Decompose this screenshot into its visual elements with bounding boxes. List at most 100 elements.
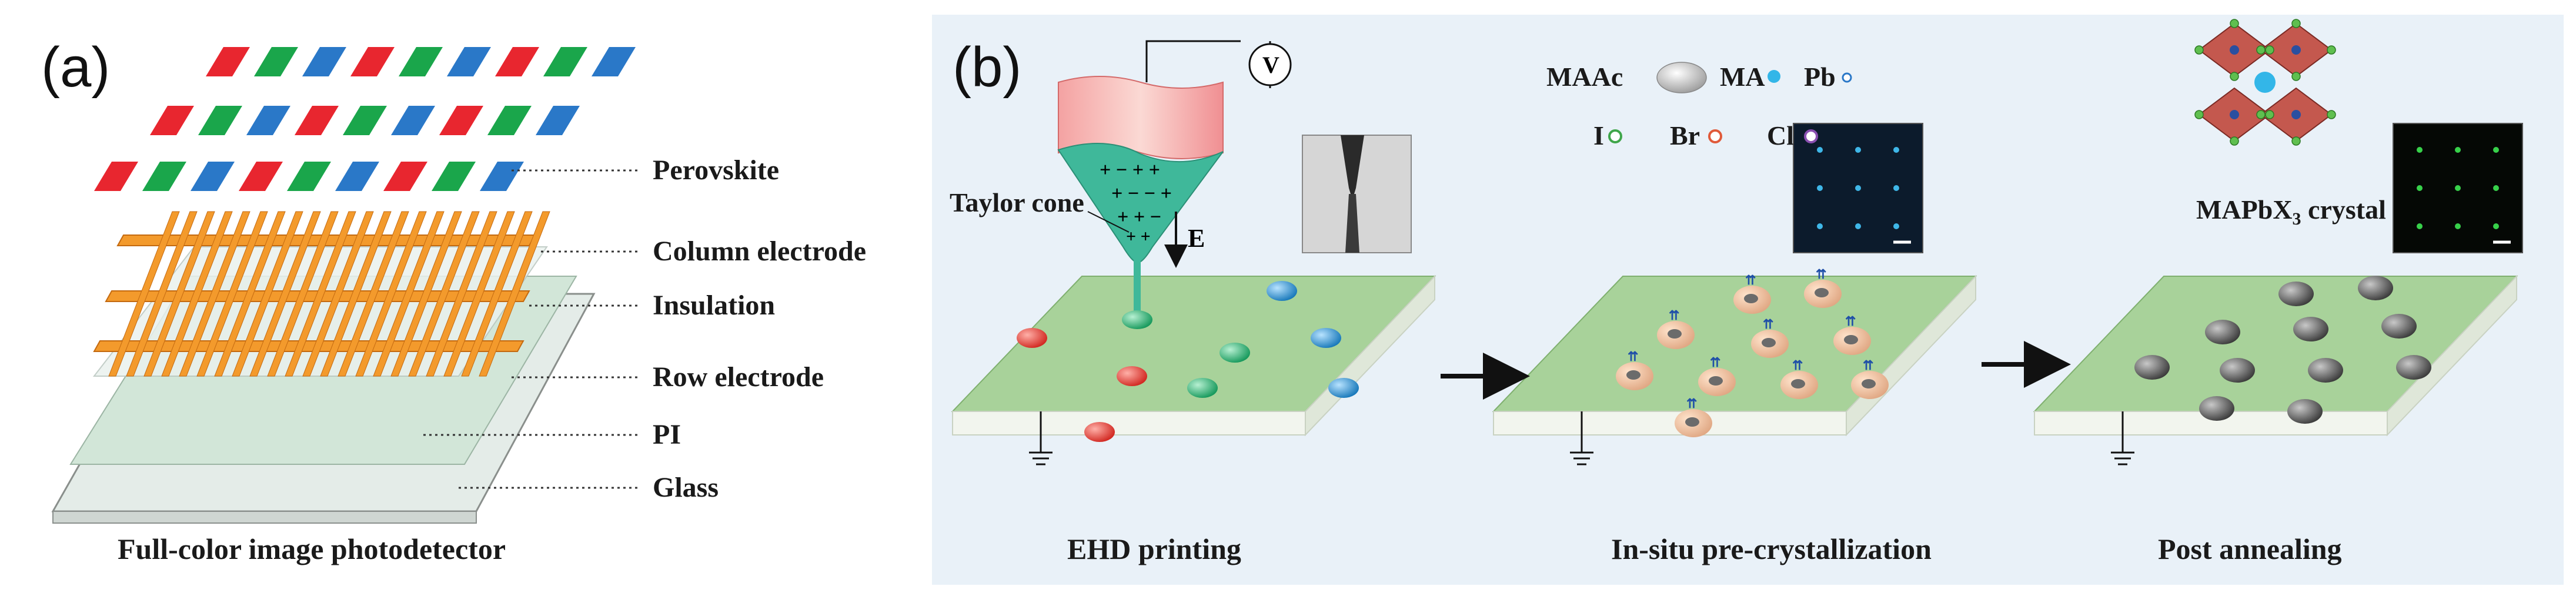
halogen-atom <box>2291 136 2301 146</box>
annealed-crystal <box>2287 399 2323 424</box>
halogen-atom <box>2230 136 2239 146</box>
printed-droplet <box>1117 366 1147 386</box>
column-electrode-stripe <box>408 211 480 377</box>
annealed-crystal <box>2278 282 2314 306</box>
perovskite-pixel <box>350 47 395 76</box>
perovskite-crystal-structure <box>2198 22 2333 142</box>
fluorescence-dot <box>2493 147 2499 153</box>
annealed-crystal <box>2308 358 2343 383</box>
column-electrode-stripe <box>179 211 250 377</box>
column-electrode-stripe <box>426 211 497 377</box>
perovskite-pixel <box>495 47 539 76</box>
legend-ma: MA <box>1720 62 1765 92</box>
pb-ion-icon <box>1842 72 1852 83</box>
halogen-atom <box>2327 45 2336 55</box>
annealed-crystal <box>2358 276 2393 300</box>
halogen-atom <box>2291 19 2301 28</box>
column-electrode-stripe <box>302 211 374 377</box>
svg-text:+ + −: + + − <box>1117 206 1161 228</box>
perovskite-pixel <box>447 47 491 76</box>
column-electrode-stripe <box>249 211 321 377</box>
column-electrode-stripe <box>355 211 427 377</box>
voltage-symbol: V <box>1262 52 1279 78</box>
perovskite-pixel <box>302 47 346 76</box>
printed-droplet <box>1084 422 1115 442</box>
perovskite-pixel <box>592 47 636 76</box>
fluorescence-dot <box>1855 147 1861 153</box>
printed-droplet <box>1267 281 1297 301</box>
fluorescence-dot <box>2417 185 2423 191</box>
nucleus <box>1815 288 1829 297</box>
nucleus <box>1709 376 1723 386</box>
nucleus <box>1844 335 1858 344</box>
column-electrode-stripe <box>267 211 339 377</box>
label-row-electrode: Row electrode <box>653 361 824 393</box>
halogen-atom <box>2230 72 2239 81</box>
fluorescence-dot <box>2455 185 2461 191</box>
annealed-crystal <box>2381 314 2417 339</box>
halogen-atom <box>2265 45 2274 55</box>
column-electrode-stripe <box>232 211 303 377</box>
perovskite-pixel <box>432 162 476 191</box>
column-electrode-stripe <box>443 211 515 377</box>
fluorescence-dot <box>1893 223 1899 229</box>
legend-i: I <box>1593 120 1604 150</box>
nucleus <box>1862 379 1876 388</box>
fluorescence-dot <box>2493 223 2499 229</box>
halogen-atom <box>2194 45 2204 55</box>
perovskite-pixel <box>343 106 387 135</box>
perovskite-pixel <box>399 47 443 76</box>
evaporation-arrow: ⇈ <box>1845 314 1856 329</box>
fluorescence-dot <box>1817 147 1823 153</box>
evaporation-arrow: ⇈ <box>1745 273 1756 287</box>
label-column-electrode: Column electrode <box>653 236 867 267</box>
label-pi: PI <box>653 419 681 450</box>
evaporation-arrow: ⇈ <box>1669 308 1679 323</box>
panel-a-diagram <box>51 47 638 524</box>
panel-b-label: (b) <box>953 36 1022 99</box>
nucleus <box>1626 370 1641 380</box>
evaporation-arrow: ⇈ <box>1686 396 1697 411</box>
perovskite-pixel <box>239 162 283 191</box>
fluorescence-dot <box>1893 147 1899 153</box>
halogen-atom <box>2256 45 2266 55</box>
halogen-atom <box>2194 110 2204 119</box>
legend-pb: Pb <box>1804 62 1836 92</box>
halogen-atom <box>2265 110 2274 119</box>
svg-text:+ +: + + <box>1126 227 1151 246</box>
perovskite-pixel <box>487 106 532 135</box>
panel-a-caption: Full-color image photodetector <box>118 532 506 565</box>
perovskite-pixels <box>94 47 636 191</box>
perovskite-pixel <box>142 162 186 191</box>
column-electrode-stripe <box>390 211 462 377</box>
fluorescence-dot <box>2455 223 2461 229</box>
column-electrode-stripe <box>108 211 180 377</box>
perovskite-pixel <box>150 106 194 135</box>
column-electrode-stripe <box>320 211 392 377</box>
halogen-atom <box>2291 72 2301 81</box>
perovskite-pixel <box>439 106 483 135</box>
column-electrode-stripe <box>285 211 356 377</box>
annealed-crystal <box>2220 358 2255 383</box>
step-ehd-printing: EHD printing <box>1067 532 1241 565</box>
fluorescence-dot <box>1855 185 1861 191</box>
column-electrode-stripe <box>214 211 286 377</box>
cl-ion-icon <box>1804 129 1818 143</box>
perovskite-pixel <box>536 106 580 135</box>
column-electrode-stripe <box>338 211 409 377</box>
fluorescence-dot <box>1855 223 1861 229</box>
field-label: E <box>1188 224 1205 253</box>
column-electrode-stripe <box>373 211 445 377</box>
perovskite-pixel <box>383 162 427 191</box>
fluorescence-dot <box>1893 185 1899 191</box>
evaporation-arrow: ⇈ <box>1863 358 1873 373</box>
perovskite-pixel <box>191 162 235 191</box>
maac-molecule-icon <box>1656 62 1707 93</box>
svg-text:+ − + +: + − + + <box>1100 159 1160 181</box>
crystal-label: MAPbX3 crystal <box>2196 195 2386 229</box>
taylor-cone-label: Taylor cone <box>950 187 1084 217</box>
step-post-annealing: Post annealing <box>2158 532 2342 565</box>
fluorescence-dot <box>2417 223 2423 229</box>
perovskite-pixel <box>287 162 331 191</box>
